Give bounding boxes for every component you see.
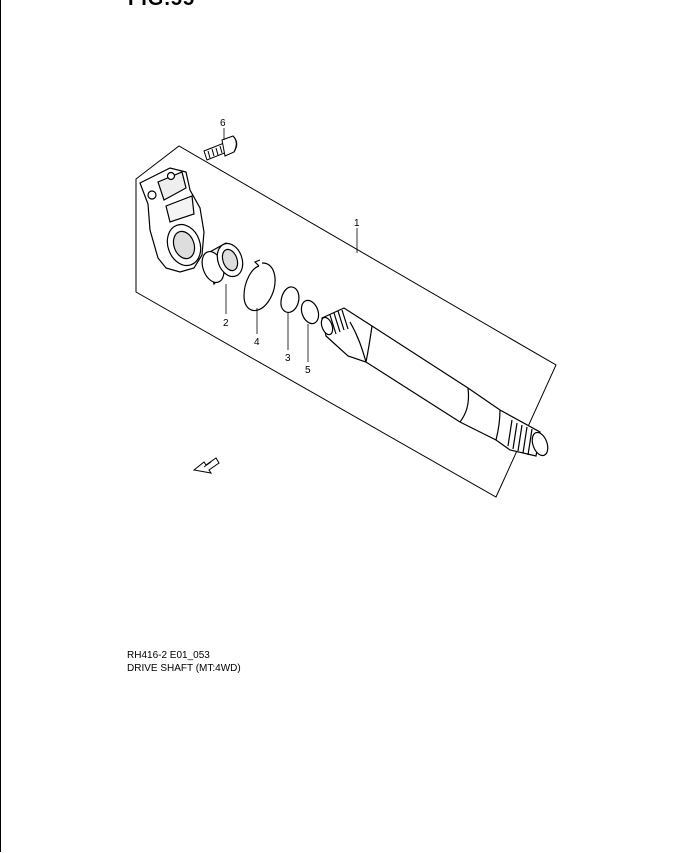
figure-code: RH416-2 E01_053 <box>127 650 210 661</box>
snap-ring-icon <box>243 259 276 312</box>
bolt-icon <box>203 135 238 161</box>
leader-lines <box>223 128 358 362</box>
fwd-arrow-icon <box>192 457 220 474</box>
figure-title: FIG.55 <box>128 0 195 11</box>
seal-ring-icon <box>300 299 320 325</box>
callout-6: 6 <box>220 118 226 129</box>
callout-4: 4 <box>254 337 260 348</box>
drive-shaft-icon <box>320 307 549 457</box>
callout-5: 5 <box>305 365 311 376</box>
bearing-icon <box>201 242 244 286</box>
callout-3: 3 <box>285 353 291 364</box>
callout-1: 1 <box>354 218 360 229</box>
figure-name: DRIVE SHAFT (MT:4WD) <box>127 663 241 674</box>
callout-2: 2 <box>223 318 229 329</box>
circlip-icon <box>280 286 300 313</box>
housing-bracket-icon <box>139 167 205 273</box>
